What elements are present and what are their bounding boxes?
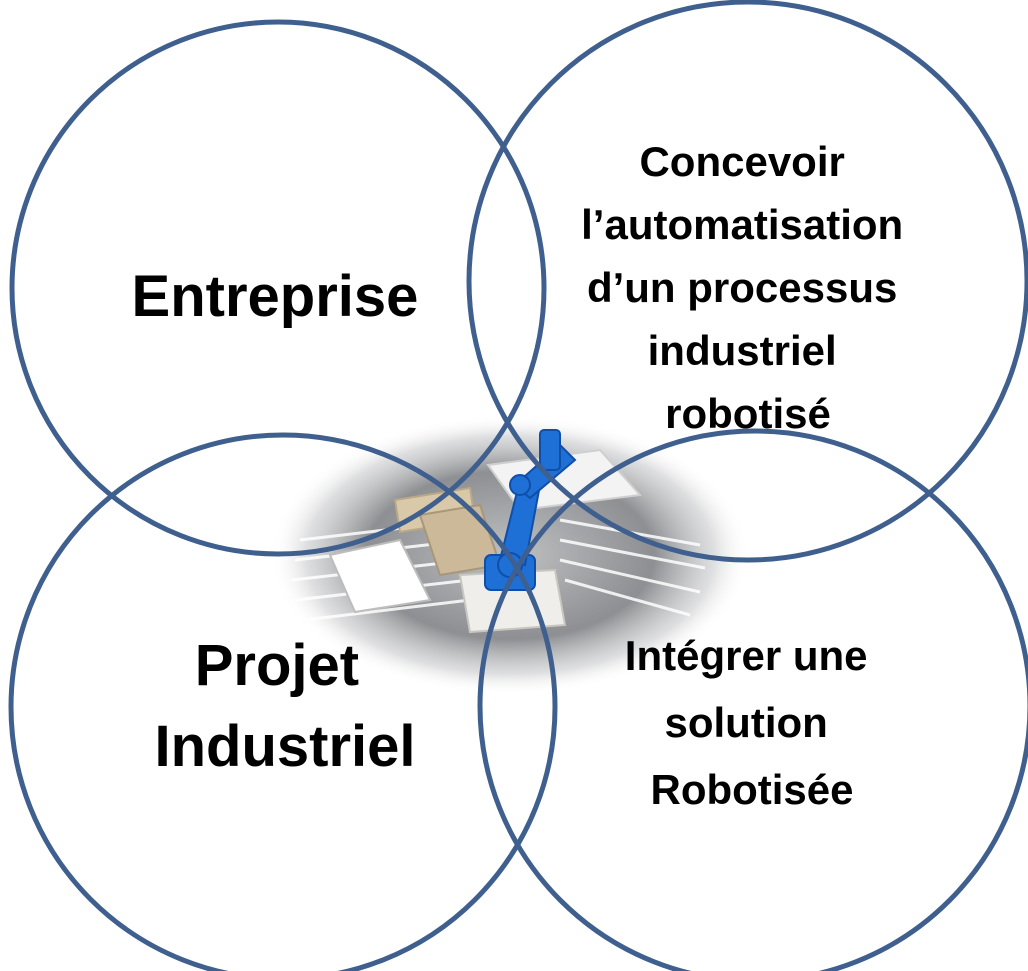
label-integrer: Intégrer une solution Robotisée	[625, 632, 879, 813]
label-entreprise: Entreprise	[132, 264, 419, 329]
label-concevoir: Concevoir l’automatisation d’un processu…	[581, 138, 915, 437]
label-projet: Projet Industriel	[154, 633, 415, 779]
circle-projet	[8, 432, 558, 971]
circle-concevoir	[466, 0, 1028, 563]
circle-entreprise	[9, 19, 547, 557]
circle-integrer	[477, 428, 1028, 971]
